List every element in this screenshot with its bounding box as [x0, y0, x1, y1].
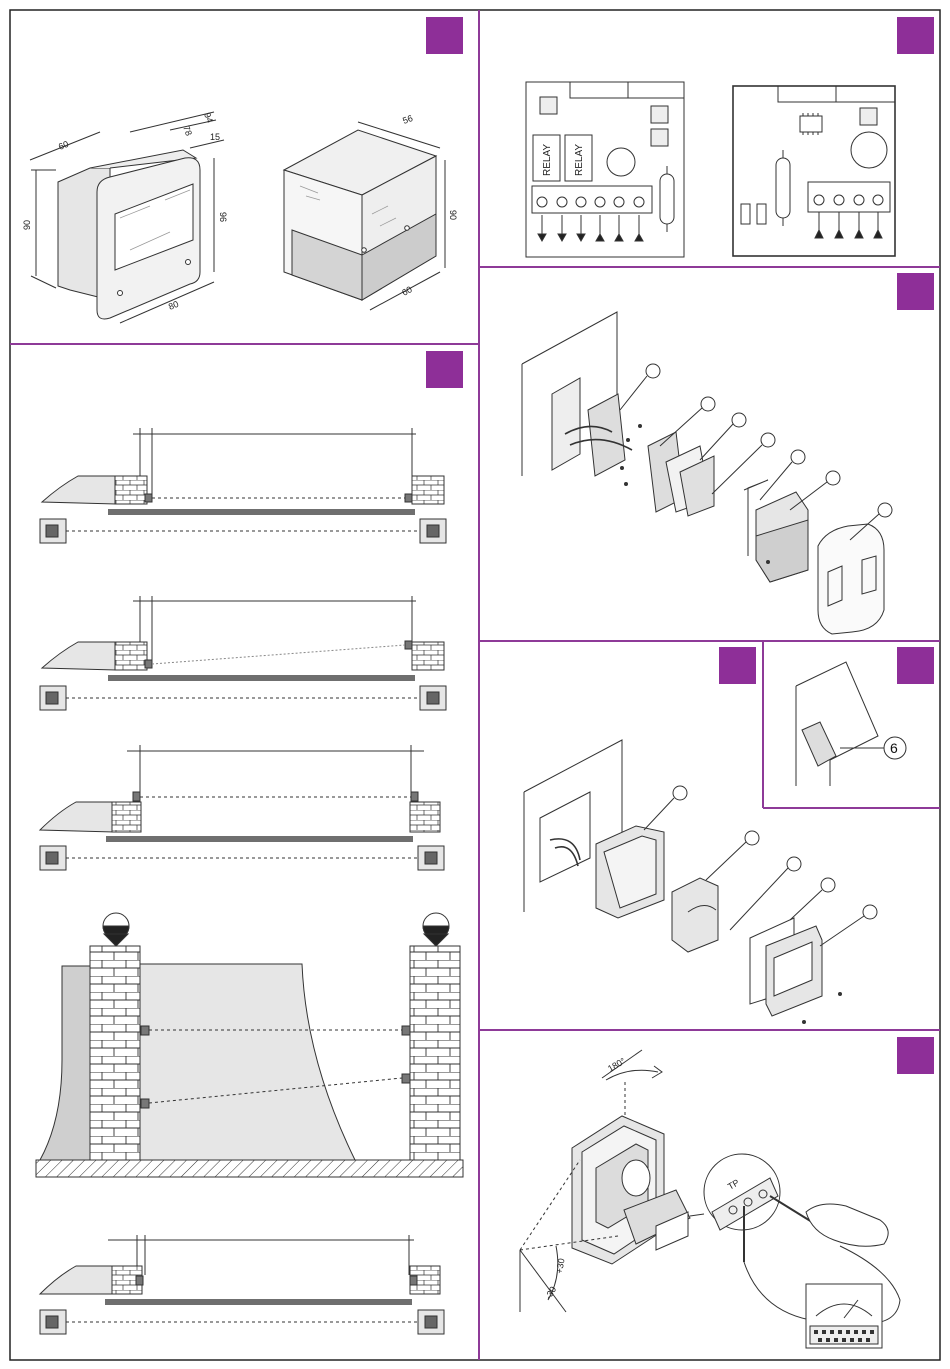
fig5b-detail [796, 662, 906, 786]
angle-plus30-label: +30 [554, 1258, 567, 1275]
fig3-gate-pillars [36, 913, 463, 1177]
callout-6: 6 [890, 740, 898, 756]
badge-square-icon [897, 17, 934, 54]
fig1-dimensions [30, 112, 445, 323]
dim-90-right: 90 [448, 210, 458, 220]
dim-96: 96 [218, 212, 228, 222]
lamp-globe-icon [103, 913, 129, 946]
badge-square-icon [719, 647, 756, 684]
dim-90-left: 90 [22, 220, 32, 230]
fig4-exploded-surface [522, 312, 892, 634]
lamp-globe-icon [423, 913, 449, 946]
fig3-alignment-diagrams [40, 428, 446, 870]
relay-label-2: RELAY [574, 144, 585, 176]
dim-56: 56 [401, 113, 414, 126]
fig5-exploded-flush [524, 740, 877, 1016]
dim-15: 15 [210, 132, 220, 142]
fig6-adjustment [520, 1050, 900, 1348]
badge-square-icon [897, 647, 934, 684]
dim-60-top: 60 [57, 139, 70, 152]
badge-square-icon [897, 273, 934, 310]
relay-label-1: RELAY [542, 144, 553, 176]
dim-80-bottom: 80 [167, 299, 180, 312]
badge-square-icon [426, 351, 463, 388]
dim-60-bottom: 60 [400, 284, 414, 298]
angle-180-label: 180° [606, 1056, 627, 1074]
dim-78: 78 [181, 124, 194, 137]
badge-square-icon [426, 17, 463, 54]
badge-square-icon [897, 1037, 934, 1074]
fig3-alignment-bottom [40, 1235, 444, 1334]
